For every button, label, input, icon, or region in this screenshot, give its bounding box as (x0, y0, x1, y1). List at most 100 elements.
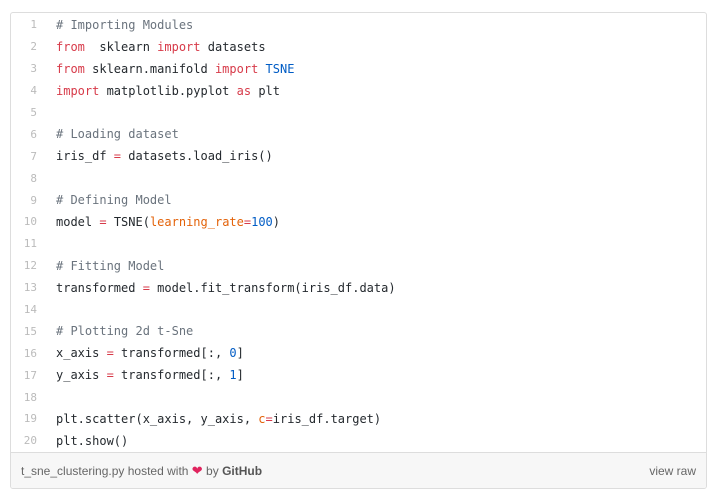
by-text: by (206, 463, 219, 478)
hosted-with-text: hosted with (127, 463, 189, 478)
line-number[interactable]: 1 (30, 18, 37, 32)
code-token: # Importing Modules (56, 17, 194, 32)
code-token: # Defining Model (56, 193, 172, 208)
code-token: as (236, 83, 252, 98)
code-token: 1 (229, 368, 237, 383)
code-token: plt.scatter(x_axis, y_axis, (56, 411, 259, 426)
code-token: from (56, 61, 85, 76)
code-token: plt.show() (56, 433, 129, 448)
github-link[interactable]: GitHub (222, 464, 262, 478)
line-source: model = TSNE(learning_rate=100) (56, 215, 280, 229)
code-line: 18 (11, 386, 706, 408)
line-number[interactable]: 20 (23, 434, 37, 448)
line-number[interactable]: 13 (23, 281, 37, 295)
code-token: import (214, 61, 259, 76)
code-line: 20 plt.show() (11, 430, 706, 452)
line-number[interactable]: 9 (30, 193, 37, 207)
line-source: import matplotlib.pyplot as plt (56, 84, 280, 98)
code-line: 14 (11, 299, 706, 321)
code-token: datasets.load_iris() (121, 149, 273, 164)
code-token: transformed (56, 280, 143, 295)
code-line: 3 from sklearn.manifold import TSNE (11, 58, 706, 80)
gist-meta: t_sne_clustering.py hosted with ❤ by Git… (21, 463, 262, 479)
code-token: sklearn.manifold (84, 61, 215, 76)
code-line: 19 plt.scatter(x_axis, y_axis, c=iris_df.… (11, 408, 706, 430)
line-source: from sklearn import datasets (56, 40, 266, 54)
code-token: = (106, 368, 114, 383)
line-number[interactable]: 5 (30, 106, 37, 119)
code-token (258, 62, 265, 76)
code-line: 13 transformed = model.fit_transform(iris… (11, 277, 706, 299)
line-number[interactable]: 17 (23, 368, 37, 382)
code-token: # Plotting 2d t-Sne (56, 324, 194, 339)
code-token: # Fitting Model (56, 258, 165, 273)
code-token: ] (236, 368, 244, 383)
code-token: model (56, 214, 100, 229)
code-token: sklearn (84, 39, 158, 54)
code-token: = (142, 280, 150, 295)
line-source: # Fitting Model (56, 259, 164, 273)
code-line: 5 (11, 102, 706, 124)
code-line: 4 import matplotlib.pyplot as plt (11, 80, 706, 102)
line-source: # Loading dataset (56, 127, 179, 141)
code-block: 1 # Importing Modules 2 from sklearn import… (11, 13, 706, 452)
line-number[interactable]: 2 (30, 40, 37, 54)
code-line: 12 # Fitting Model (11, 255, 706, 277)
code-line: 10 model = TSNE(learning_rate=100) (11, 211, 706, 233)
code-token: import (157, 39, 201, 54)
line-number[interactable]: 11 (23, 237, 37, 251)
code-token: matplotlib.pyplot (99, 83, 237, 98)
line-source: transformed = model.fit_transform(iris_d… (56, 281, 396, 295)
code-line: 16 x_axis = transformed[:, 0] (11, 342, 706, 364)
code-line: 1 # Importing Modules (11, 14, 706, 36)
code-token: ] (236, 346, 244, 361)
code-token: plt (251, 83, 280, 98)
code-token: 0 (229, 346, 237, 361)
line-source: # Importing Modules (56, 18, 193, 32)
line-source: plt.show() (56, 434, 128, 448)
line-number[interactable]: 4 (30, 84, 37, 98)
line-number[interactable]: 14 (23, 303, 37, 317)
code-token: 100 (251, 214, 273, 229)
line-number[interactable]: 15 (23, 324, 37, 338)
code-token: model.fit_transform(iris_df.data) (149, 280, 396, 295)
code-token: # Loading dataset (56, 127, 179, 142)
view-raw-link[interactable]: view raw (649, 463, 696, 478)
code-token: x_axis (56, 346, 107, 361)
line-source: # Plotting 2d t-Sne (56, 324, 193, 338)
code-token: y_axis (56, 368, 107, 383)
line-number[interactable]: 6 (30, 127, 37, 141)
code-token: ) (272, 214, 281, 229)
line-number[interactable]: 12 (23, 259, 37, 273)
line-number[interactable]: 18 (23, 390, 37, 404)
code-token: import (56, 83, 100, 98)
line-number[interactable]: 10 (23, 215, 37, 229)
line-number[interactable]: 16 (23, 346, 37, 360)
line-source: iris_df = datasets.load_iris() (56, 149, 273, 163)
heart-icon: ❤ (191, 462, 203, 478)
code-token: = (243, 214, 252, 229)
line-source: plt.scatter(x_axis, y_axis, c=iris_df.ta… (56, 412, 381, 426)
line-number[interactable]: 8 (30, 171, 37, 185)
code-line: 8 (11, 167, 706, 189)
line-number[interactable]: 3 (30, 62, 37, 76)
code-line: 6 # Loading dataset (11, 123, 706, 145)
code-token: iris_df (56, 149, 114, 164)
gist-embed: 1 # Importing Modules 2 from sklearn import… (10, 12, 707, 489)
code-line: 11 (11, 233, 706, 255)
code-token: from (56, 39, 85, 54)
code-line: 15 # Plotting 2d t-Sne (11, 320, 706, 342)
line-source: x_axis = transformed[:, 0] (56, 346, 244, 360)
line-number[interactable]: 19 (23, 412, 37, 426)
line-number[interactable]: 7 (30, 149, 37, 163)
code-token: = (265, 411, 273, 426)
code-line: 9 # Defining Model (11, 189, 706, 211)
gist-footer: t_sne_clustering.py hosted with ❤ by Git… (11, 452, 706, 488)
code-token: TSNE (265, 61, 295, 76)
code-token: = (106, 346, 114, 361)
code-token: = (113, 149, 122, 164)
line-source: from sklearn.manifold import TSNE (56, 62, 294, 76)
filename-link[interactable]: t_sne_clustering.py (21, 463, 125, 478)
code-token: TSNE( (106, 214, 150, 229)
